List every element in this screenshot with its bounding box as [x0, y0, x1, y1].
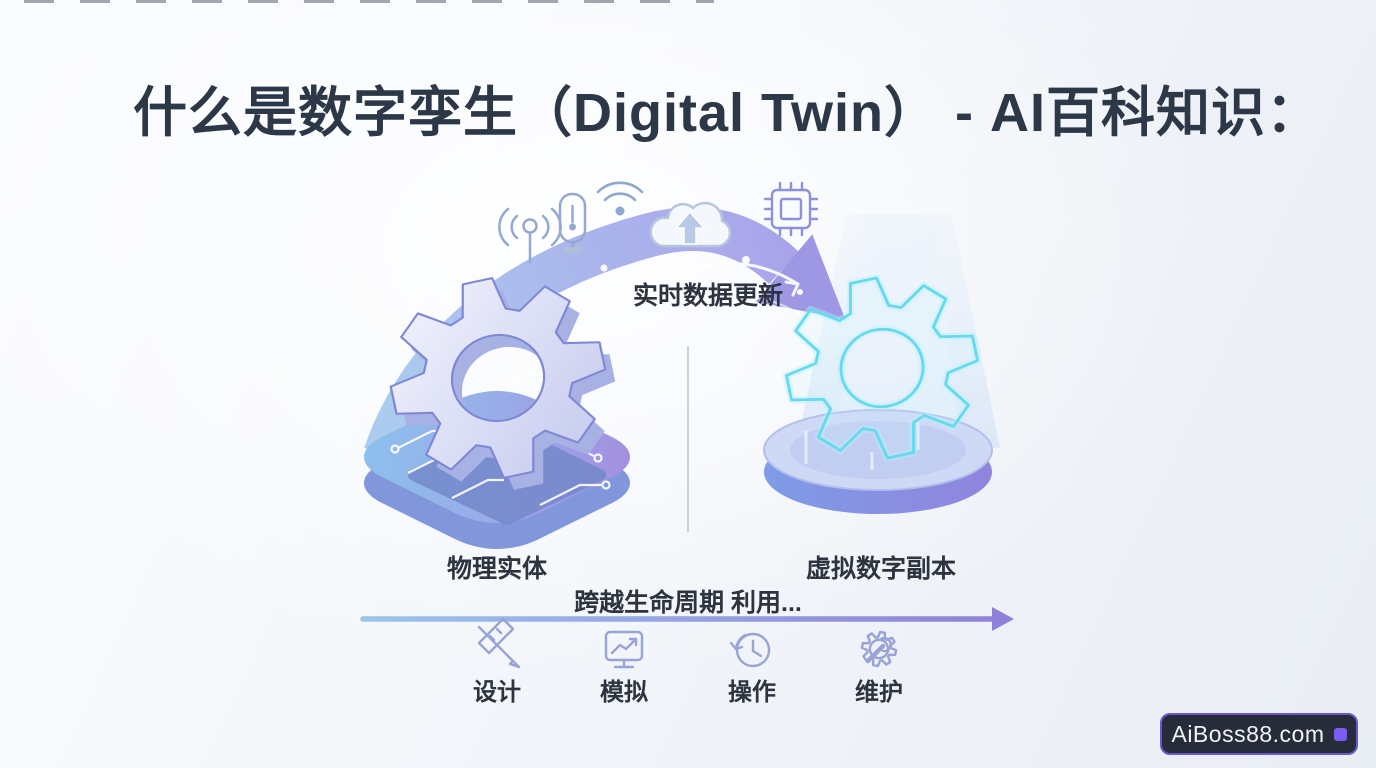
- lifecycle-stage-maintenance: 维护: [855, 679, 903, 706]
- physical-gear: [389, 277, 616, 490]
- gear-wrench-icon: [860, 630, 898, 668]
- lifecycle-caption: 跨越生命周期 利用...: [574, 589, 802, 617]
- watermark-badge: AiBoss88.com: [1160, 713, 1358, 755]
- lifecycle-stage-operation: 操作: [728, 679, 776, 706]
- virtual-gear: [782, 274, 982, 462]
- broadcast-antenna-icon: [498, 207, 562, 264]
- design-tools-icon: [477, 617, 521, 669]
- data-flow-label: 实时数据更新: [632, 282, 783, 310]
- page-title: 什么是数字孪生（Digital Twin） - AI百科知识：: [133, 83, 1321, 143]
- monitor-chart-icon: [604, 630, 644, 669]
- lifecycle-stage-design: 设计: [473, 679, 521, 706]
- top-crop-artifact: [24, 0, 714, 3]
- virtual-copy-label: 虚拟数字副本: [805, 555, 956, 583]
- cloud-upload-icon: [649, 201, 732, 248]
- watermark-square-icon: [1333, 727, 1347, 741]
- physical-entity-label: 物理实体: [446, 555, 547, 583]
- pedestal-ticks: [804, 422, 920, 470]
- lifecycle-arrow: [360, 607, 1014, 631]
- lifecycle-stage-simulation: 模拟: [600, 679, 648, 706]
- chip-icon: [763, 181, 819, 237]
- history-clock-icon: [729, 632, 771, 668]
- sensor-icon: [558, 192, 587, 253]
- watermark-text: AiBoss88.com: [1171, 720, 1325, 747]
- wifi-icon: [596, 181, 644, 216]
